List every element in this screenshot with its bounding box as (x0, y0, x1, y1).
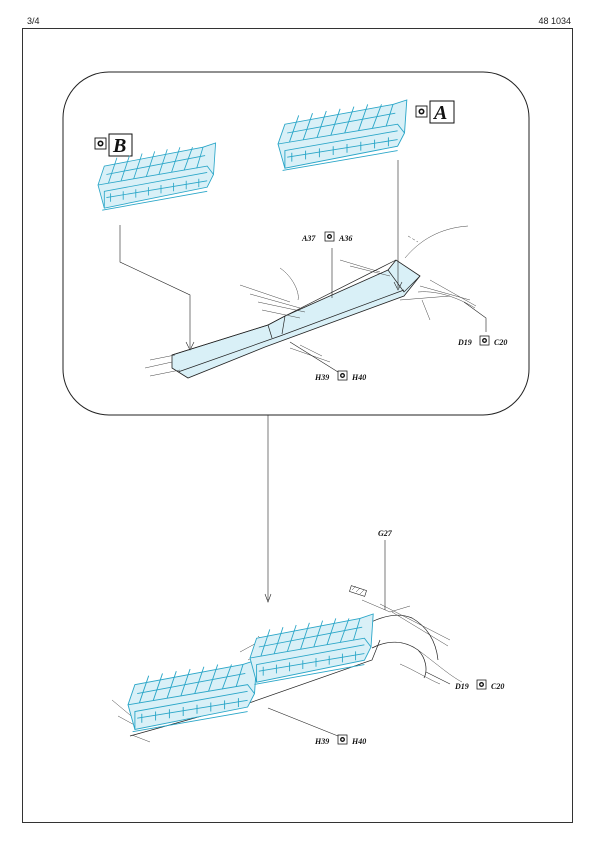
wing-section-lower (111, 585, 463, 743)
callout-a-letter: A (432, 102, 447, 124)
camera-icon (337, 370, 348, 381)
leader-arrow-b (185, 341, 195, 351)
leader-arrow-a (393, 281, 403, 291)
label-h39: H39 (314, 373, 329, 382)
label-c20: C20 (491, 682, 504, 691)
page-frame (22, 28, 573, 823)
leader-h39-lower (267, 707, 339, 737)
label-d19-c20-upper: D19 C20 (457, 335, 507, 347)
callout-a: A (415, 100, 455, 124)
flap-installed-b (127, 659, 258, 733)
label-h39-h40-upper: H39 H40 (314, 370, 366, 382)
label-c20: C20 (494, 338, 507, 347)
label-a37: A37 (301, 234, 316, 243)
label-d19: D19 (454, 682, 469, 691)
label-h40: H40 (351, 737, 366, 746)
wing-section-upper (144, 225, 477, 379)
callout-b-letter: B (112, 135, 126, 157)
camera-icon (415, 105, 428, 118)
label-g27: G27 (378, 529, 393, 538)
detail-box (62, 71, 530, 416)
page-number: 3/4 (27, 16, 40, 26)
label-d19: D19 (457, 338, 472, 347)
camera-icon (324, 231, 335, 242)
label-h40: H40 (351, 373, 366, 382)
label-a37-a36: A37 A36 (301, 231, 352, 243)
camera-icon (94, 137, 107, 150)
label-h39-h40-lower: H39 H40 (314, 734, 366, 746)
flap-installed-a (249, 613, 374, 685)
leader-d19 (463, 301, 487, 332)
camera-icon (479, 335, 490, 346)
label-d19-c20-lower: D19 C20 (454, 679, 504, 691)
camera-icon (337, 734, 348, 745)
flap-part-a (277, 99, 408, 171)
leader-h39 (289, 341, 339, 373)
camera-icon (476, 679, 487, 690)
callout-b: B (94, 133, 133, 157)
leader-arrow-down (264, 593, 272, 603)
label-h39: H39 (314, 737, 329, 746)
leader-part-b (119, 225, 191, 348)
leader-d19-lower (425, 671, 451, 685)
product-code: 48 1034 (538, 16, 571, 26)
label-a36: A36 (338, 234, 352, 243)
